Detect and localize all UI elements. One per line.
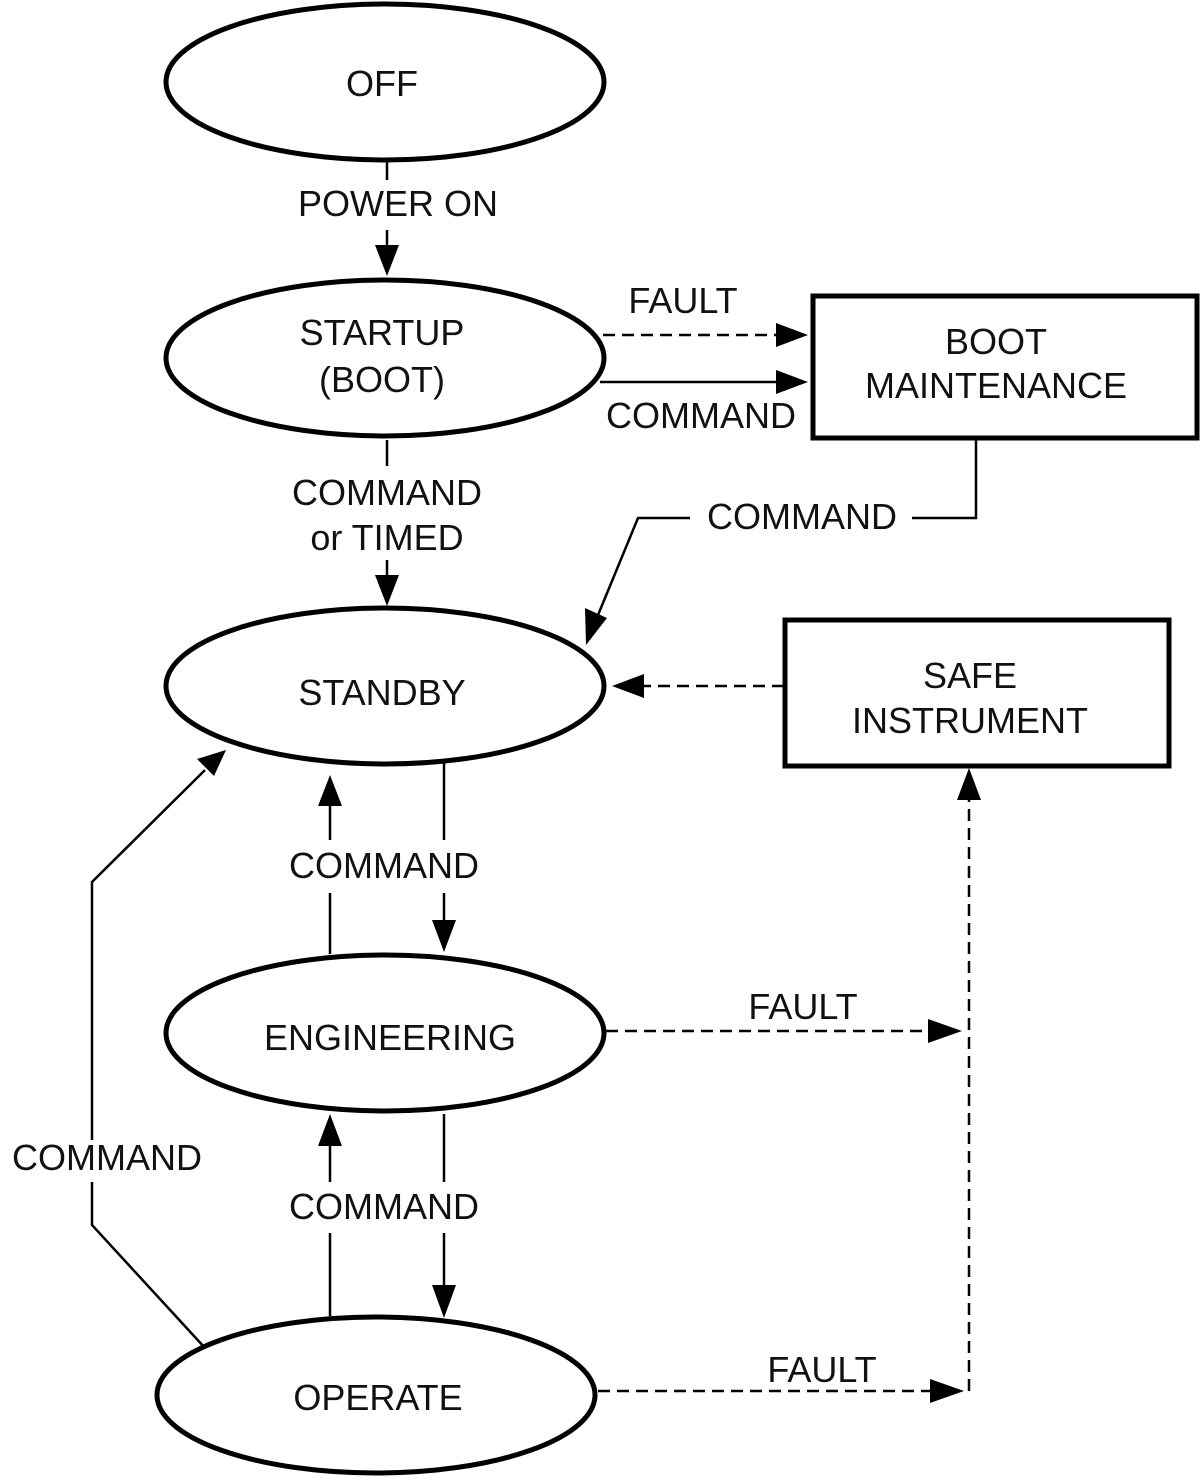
edge-label-command-engineering-operate: COMMAND (289, 1186, 479, 1227)
state-operate-label: OPERATE (293, 1377, 462, 1418)
edge-operate-to-standby (90, 750, 226, 1349)
box-safe-instrument[interactable]: SAFE INSTRUMENT (782, 617, 1172, 769)
edge-off-to-startup (375, 162, 399, 276)
state-operate[interactable]: OPERATE (154, 1314, 598, 1476)
edge-engineering-to-operate (432, 1114, 456, 1318)
edge-operate-to-engineering (318, 1114, 342, 1316)
edge-label-command-boot-return: COMMAND (707, 496, 897, 537)
edge-safe-to-standby (612, 674, 784, 698)
edge-label-command-or-timed-2: or TIMED (310, 517, 463, 558)
edge-label-fault-operate: FAULT (767, 1349, 876, 1390)
edge-label-fault-boot: FAULT (628, 280, 737, 321)
edge-boot-to-standby (585, 440, 978, 645)
edge-standby-to-engineering (432, 762, 456, 952)
box-safe-instrument-label-2: INSTRUMENT (852, 700, 1088, 741)
edge-label-power-on: POWER ON (298, 183, 498, 224)
edge-label-command-standby-engineering: COMMAND (289, 845, 479, 886)
state-startup-label-2: (BOOT) (319, 359, 445, 400)
box-boot-maintenance-label-2: MAINTENANCE (865, 365, 1127, 406)
edge-label-fault-engineering: FAULT (748, 986, 857, 1027)
state-off-label: OFF (346, 63, 418, 104)
state-startup-label-1: STARTUP (300, 312, 465, 353)
edge-startup-to-boot-command (600, 370, 808, 394)
edge-startup-to-boot-fault (603, 323, 808, 347)
state-standby[interactable]: STANDBY (163, 605, 607, 767)
state-engineering-label: ENGINEERING (264, 1017, 516, 1058)
box-safe-instrument-label-1: SAFE (923, 655, 1017, 696)
edge-startup-to-standby (375, 440, 399, 606)
state-off[interactable]: OFF (163, 1, 607, 163)
edge-engineering-to-safe (606, 1019, 962, 1043)
edge-label-command-operate-standby: COMMAND (12, 1137, 202, 1178)
edge-engineering-to-standby (318, 775, 342, 954)
box-boot-maintenance[interactable]: BOOT MAINTENANCE (810, 293, 1200, 441)
edge-operate-to-safe (598, 768, 981, 1403)
state-standby-label: STANDBY (298, 672, 465, 713)
edge-label-command-boot: COMMAND (606, 395, 796, 436)
state-startup[interactable]: STARTUP (BOOT) (163, 277, 607, 439)
box-boot-maintenance-label-1: BOOT (945, 321, 1047, 362)
edge-label-command-or-timed-1: COMMAND (292, 472, 482, 513)
state-engineering[interactable]: ENGINEERING (163, 952, 607, 1114)
